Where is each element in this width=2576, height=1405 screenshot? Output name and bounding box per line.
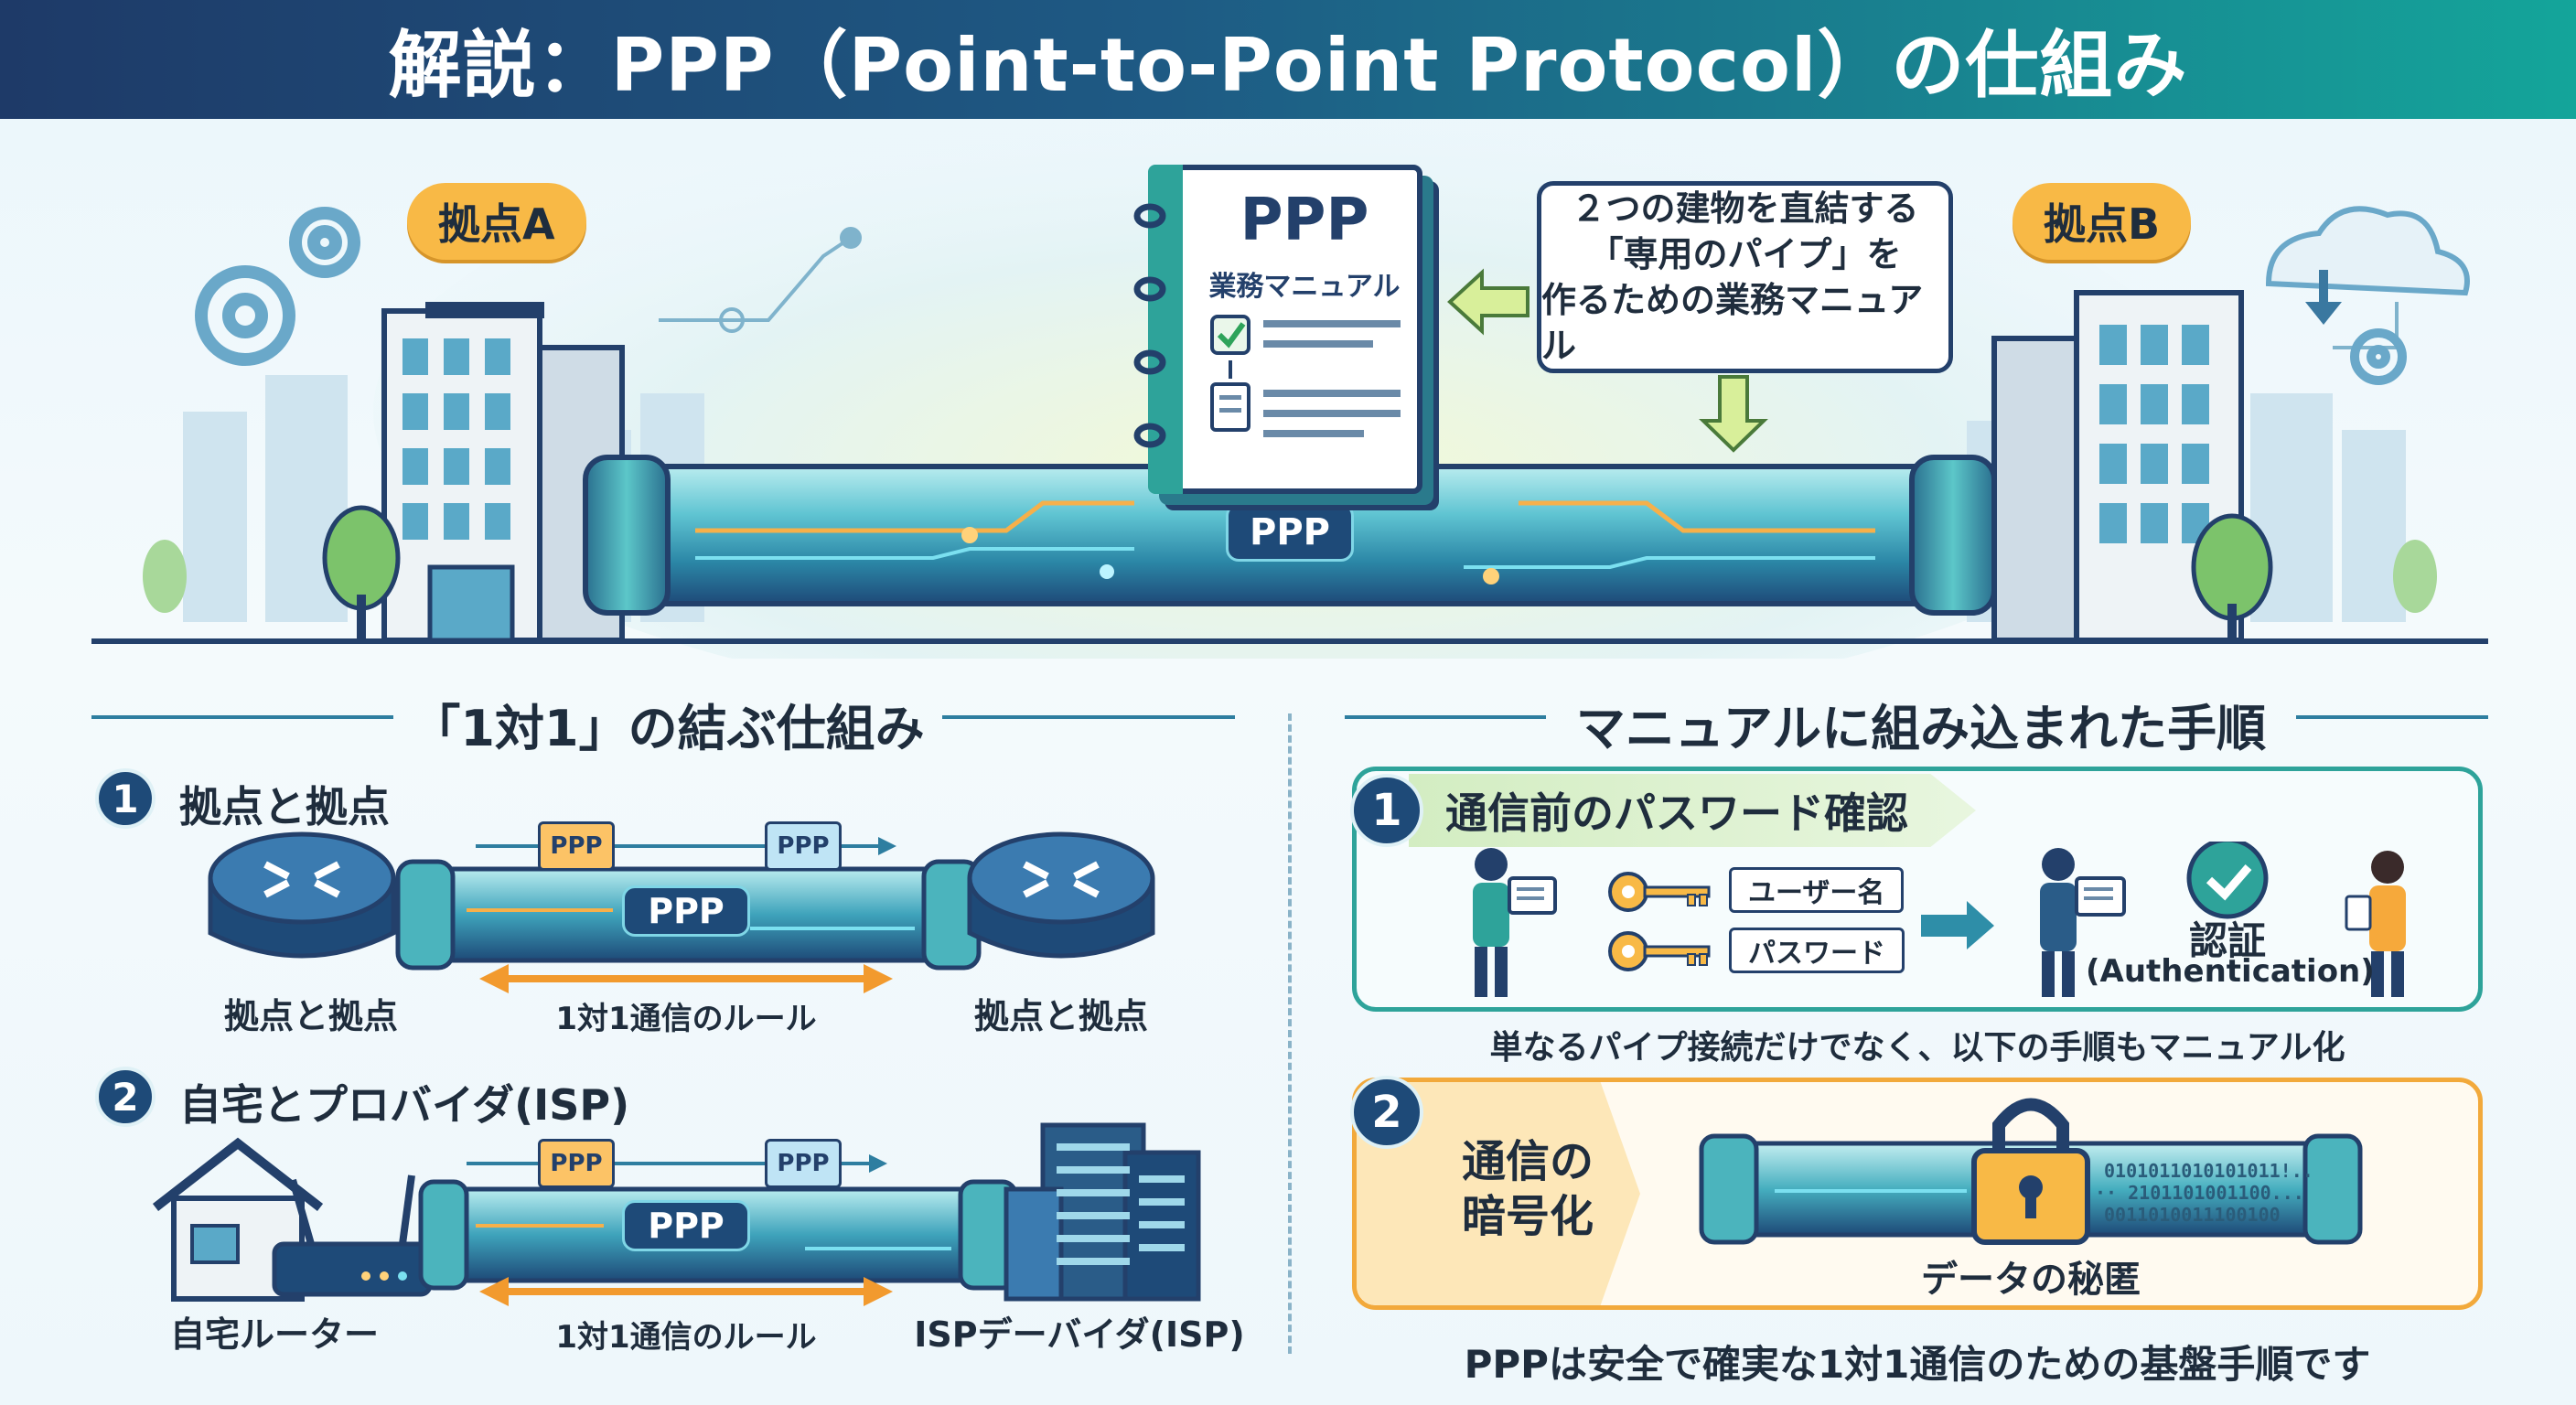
isp-server-icon bbox=[1004, 1122, 1201, 1302]
header-bar: 解説：PPP（Point-to-Point Protocol）の仕組み bbox=[0, 0, 2576, 119]
item2-title: 自宅とプロバイダ(ISP) bbox=[179, 1080, 630, 1130]
middle-note: 単なるパイプ接続だけでなく、以下の手順もマニュアル化 bbox=[1489, 1029, 2345, 1067]
left-section-title: 「1対1」の結ぶ仕組み bbox=[411, 700, 925, 757]
network-nodes-icon bbox=[659, 227, 862, 333]
step1-illustration bbox=[1473, 842, 2406, 997]
binary-data-line: ·· 2101101001100... bbox=[2095, 1182, 2304, 1204]
tree bbox=[143, 505, 401, 640]
column-divider bbox=[1288, 713, 1292, 1354]
step2-title-line2: 暗号化 bbox=[1461, 1191, 1594, 1242]
gear-icon bbox=[195, 207, 360, 366]
right-section-title: マニュアルに組み込まれた手順 bbox=[1575, 700, 2267, 757]
step2-illustration bbox=[1699, 1098, 2363, 1245]
section-rule bbox=[1345, 715, 1546, 719]
router-icon bbox=[967, 831, 1155, 959]
username-tag: ユーザー名 bbox=[1729, 867, 1905, 913]
cloud-download-icon bbox=[2265, 206, 2470, 349]
callout-line-1: ２つの建物を直結する bbox=[1571, 188, 1919, 229]
page-title: 解説：PPP（Point-to-Point Protocol）の仕組み bbox=[388, 23, 2188, 108]
user-with-laptop-icon bbox=[2040, 848, 2126, 997]
ppp-packet-icon: PPP bbox=[765, 1139, 842, 1188]
tree bbox=[2191, 513, 2437, 640]
password-tag: パスワード bbox=[1729, 928, 1905, 973]
bidirectional-arrow-icon bbox=[479, 964, 893, 993]
callout-line-3: 作るための業務マニュアル bbox=[1541, 280, 1924, 366]
step-number-badge: 2 bbox=[95, 1067, 156, 1127]
item2-pipe-label: PPP bbox=[622, 1200, 750, 1251]
manual-spine bbox=[1148, 165, 1183, 494]
check-badge-icon bbox=[2186, 842, 2269, 919]
section-rule bbox=[2296, 715, 2488, 719]
main-pipe-label-text: PPP bbox=[1250, 511, 1330, 553]
item1-center-caption: 1対1通信のルール bbox=[555, 1001, 817, 1037]
home-router-icon bbox=[272, 1174, 433, 1297]
step2-caption: データの秘匿 bbox=[1921, 1259, 2141, 1301]
item2-diagram bbox=[152, 1122, 1201, 1302]
auth-english-label: (Authentication) bbox=[2086, 953, 2375, 990]
binder-rings-icon bbox=[1133, 203, 1166, 448]
checklist-icon bbox=[1210, 315, 1401, 437]
arrow-right-icon bbox=[869, 1154, 887, 1173]
footer-summary: PPPは安全で確実な1対1通信のための基盤手順です bbox=[1464, 1342, 2371, 1387]
arrow-right-icon bbox=[1921, 901, 1994, 949]
step2-title: 通信の 暗号化 bbox=[1409, 1134, 1647, 1244]
key-icon bbox=[1608, 931, 1711, 971]
item2-left-caption: 自宅ルーター bbox=[169, 1314, 379, 1355]
binary-data-line: 0011010011100100 bbox=[2104, 1204, 2281, 1226]
item2-right-caption: ISPデーバイダ(ISP) bbox=[914, 1314, 1245, 1355]
item2-center-caption: 1対1通信のルール bbox=[555, 1319, 817, 1356]
step2-title-line1: 通信の bbox=[1461, 1136, 1594, 1187]
ppp-packet-icon: PPP bbox=[765, 821, 842, 871]
router-icon bbox=[208, 831, 396, 959]
item2-pipe-label-text: PPP bbox=[648, 1206, 724, 1246]
building-a bbox=[381, 302, 625, 643]
ppp-packet-icon: PPP bbox=[538, 821, 615, 871]
arrow-down-icon bbox=[1699, 375, 1768, 453]
item1-left-caption: 拠点と拠点 bbox=[223, 996, 398, 1036]
callout-line-2: 「専用のパイプ」を bbox=[1588, 234, 1902, 274]
key-icon bbox=[1608, 872, 1711, 912]
section-rule bbox=[91, 715, 393, 719]
ground-line bbox=[91, 638, 2488, 644]
binary-data-line: 0101011010101011!.. bbox=[2104, 1160, 2313, 1182]
site-b-badge: 拠点B bbox=[2012, 183, 2192, 260]
item1-pipe-label: PPP bbox=[622, 885, 750, 937]
padlock-icon bbox=[1971, 1098, 2090, 1245]
site-a-badge: 拠点A bbox=[407, 183, 586, 260]
manual-title: PPP bbox=[1240, 187, 1369, 254]
ppp-manual-book: PPP 業務マニュアル bbox=[1133, 165, 1422, 494]
gear-icon bbox=[2350, 328, 2407, 385]
ppp-packet-icon: PPP bbox=[538, 1139, 615, 1188]
section-rule bbox=[942, 715, 1235, 719]
bidirectional-arrow-icon bbox=[479, 1277, 893, 1306]
step1-title-text: 通信前のパスワード確認 bbox=[1445, 788, 1908, 838]
item1-right-caption: 拠点と拠点 bbox=[973, 996, 1148, 1036]
step-number-badge: 1 bbox=[95, 768, 156, 829]
main-pipe-label: PPP bbox=[1226, 503, 1354, 562]
step1-title: 通信前のパスワード確認 bbox=[1409, 774, 1976, 847]
manual-callout: ２つの建物を直結する 「専用のパイプ」を 作るための業務マニュアル bbox=[1537, 181, 1953, 373]
user-with-laptop-icon bbox=[1473, 848, 1557, 997]
arrow-left-icon bbox=[1447, 268, 1530, 336]
item1-title: 拠点と拠点 bbox=[179, 782, 390, 831]
arrow-right-icon bbox=[878, 837, 896, 855]
manual-subtitle: 業務マニュアル bbox=[1208, 271, 1401, 303]
item1-diagram bbox=[208, 831, 1155, 971]
auth-label: 認証 bbox=[2188, 918, 2266, 963]
item1-pipe-label-text: PPP bbox=[648, 891, 724, 931]
step-number-badge: 2 bbox=[1350, 1076, 1423, 1149]
site-a-label: 拠点A bbox=[438, 199, 555, 249]
user-with-tablet-icon bbox=[2345, 851, 2406, 997]
step-number-badge: 1 bbox=[1350, 774, 1423, 847]
site-b-label: 拠点B bbox=[2044, 199, 2161, 249]
